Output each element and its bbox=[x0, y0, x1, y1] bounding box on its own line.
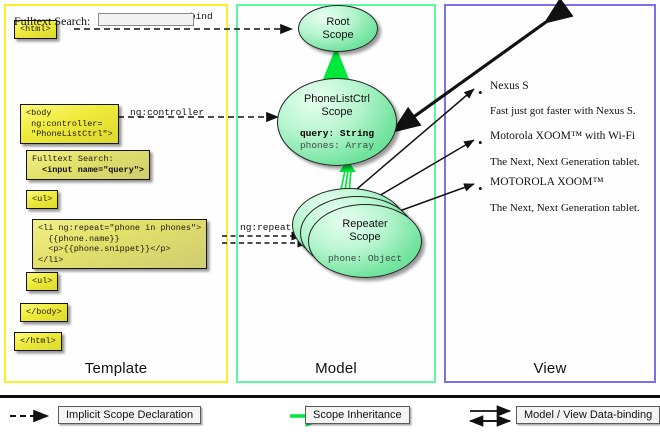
legend-icon-double-arrow bbox=[468, 405, 512, 427]
edge-label-ng-controller: ng:controller bbox=[130, 107, 205, 118]
template-search-tag: <input name="query"> bbox=[42, 165, 145, 175]
view-phone-name-1: Nexus S bbox=[490, 80, 529, 92]
legend-divider bbox=[0, 395, 660, 398]
template-search-label: Fulltext Search: bbox=[32, 154, 114, 164]
template-node-ul-close[interactable]: <ul> bbox=[26, 272, 59, 291]
scope-repeater-title-1: Repeater bbox=[342, 217, 388, 230]
view-bullet-icon: • bbox=[478, 181, 483, 196]
scope-repeater-prop-phone: phone: Object bbox=[327, 252, 403, 264]
template-node-li-repeat[interactable]: <li ng:repeat="phone in phones"> {{phone… bbox=[32, 219, 208, 269]
legend-item-model-view-data-binding[interactable]: Model / View Data-binding bbox=[516, 406, 660, 424]
template-node-search-input[interactable]: Fulltext Search:<input name="query"> bbox=[26, 150, 151, 180]
view-phone-snippet-3: The Next, Next Generation tablet. bbox=[490, 202, 640, 214]
scope-phonelistctrl-title-1: PhoneListCtrl bbox=[303, 92, 371, 105]
scope-phonelistctrl-prop-query: query: String bbox=[299, 127, 375, 139]
scope-phonelistctrl-title-2: Scope bbox=[321, 105, 353, 118]
scope-root-title-1: Root bbox=[326, 15, 350, 28]
panel-template-label: Template bbox=[84, 360, 148, 377]
view-phone-snippet-2: The Next, Next Generation tablet. bbox=[490, 156, 640, 168]
legend-item-scope-inheritance[interactable]: Scope Inheritance bbox=[305, 406, 410, 424]
view-phone-name-3: MOTOROLA XOOM™ bbox=[490, 176, 604, 188]
panel-view-label: View bbox=[533, 360, 567, 377]
view-search-label: Fulltext Search: bbox=[14, 14, 91, 28]
scope-root[interactable]: Root Scope bbox=[298, 5, 378, 52]
scope-repeater[interactable]: Repeater Scope phone: Object bbox=[308, 204, 422, 278]
view-search-input[interactable] bbox=[98, 13, 194, 26]
view-bullet-icon: • bbox=[478, 85, 483, 100]
scope-phonelistctrl-prop-phones: phones: Array bbox=[299, 139, 375, 151]
view-phone-snippet-1: Fast just got faster with Nexus S. bbox=[490, 105, 636, 117]
panel-view: View bbox=[444, 4, 656, 383]
template-node-ul-open[interactable]: <ul> bbox=[26, 190, 59, 209]
scope-repeater-title-2: Scope bbox=[349, 230, 381, 243]
edge-label-ng-repeat: ng:repeat bbox=[240, 222, 292, 233]
scope-phonelistctrl[interactable]: PhoneListCtrl Scope query: String phones… bbox=[277, 78, 397, 166]
scope-root-title-2: Scope bbox=[322, 28, 354, 41]
template-node-body-open[interactable]: <body ng:controller= "PhoneListCtrl"> bbox=[20, 104, 119, 144]
template-node-body-close[interactable]: </body> bbox=[20, 303, 68, 322]
template-node-html-close[interactable]: </html> bbox=[14, 332, 62, 351]
template-node-html-open[interactable]: <html> bbox=[14, 20, 57, 39]
panel-model-label: Model bbox=[315, 360, 357, 377]
view-phone-name-2: Motorola XOOM™ with Wi-Fi bbox=[490, 130, 636, 142]
view-bullet-icon: • bbox=[478, 135, 483, 150]
legend-item-implicit-scope-declaration[interactable]: Implicit Scope Declaration bbox=[58, 406, 202, 424]
